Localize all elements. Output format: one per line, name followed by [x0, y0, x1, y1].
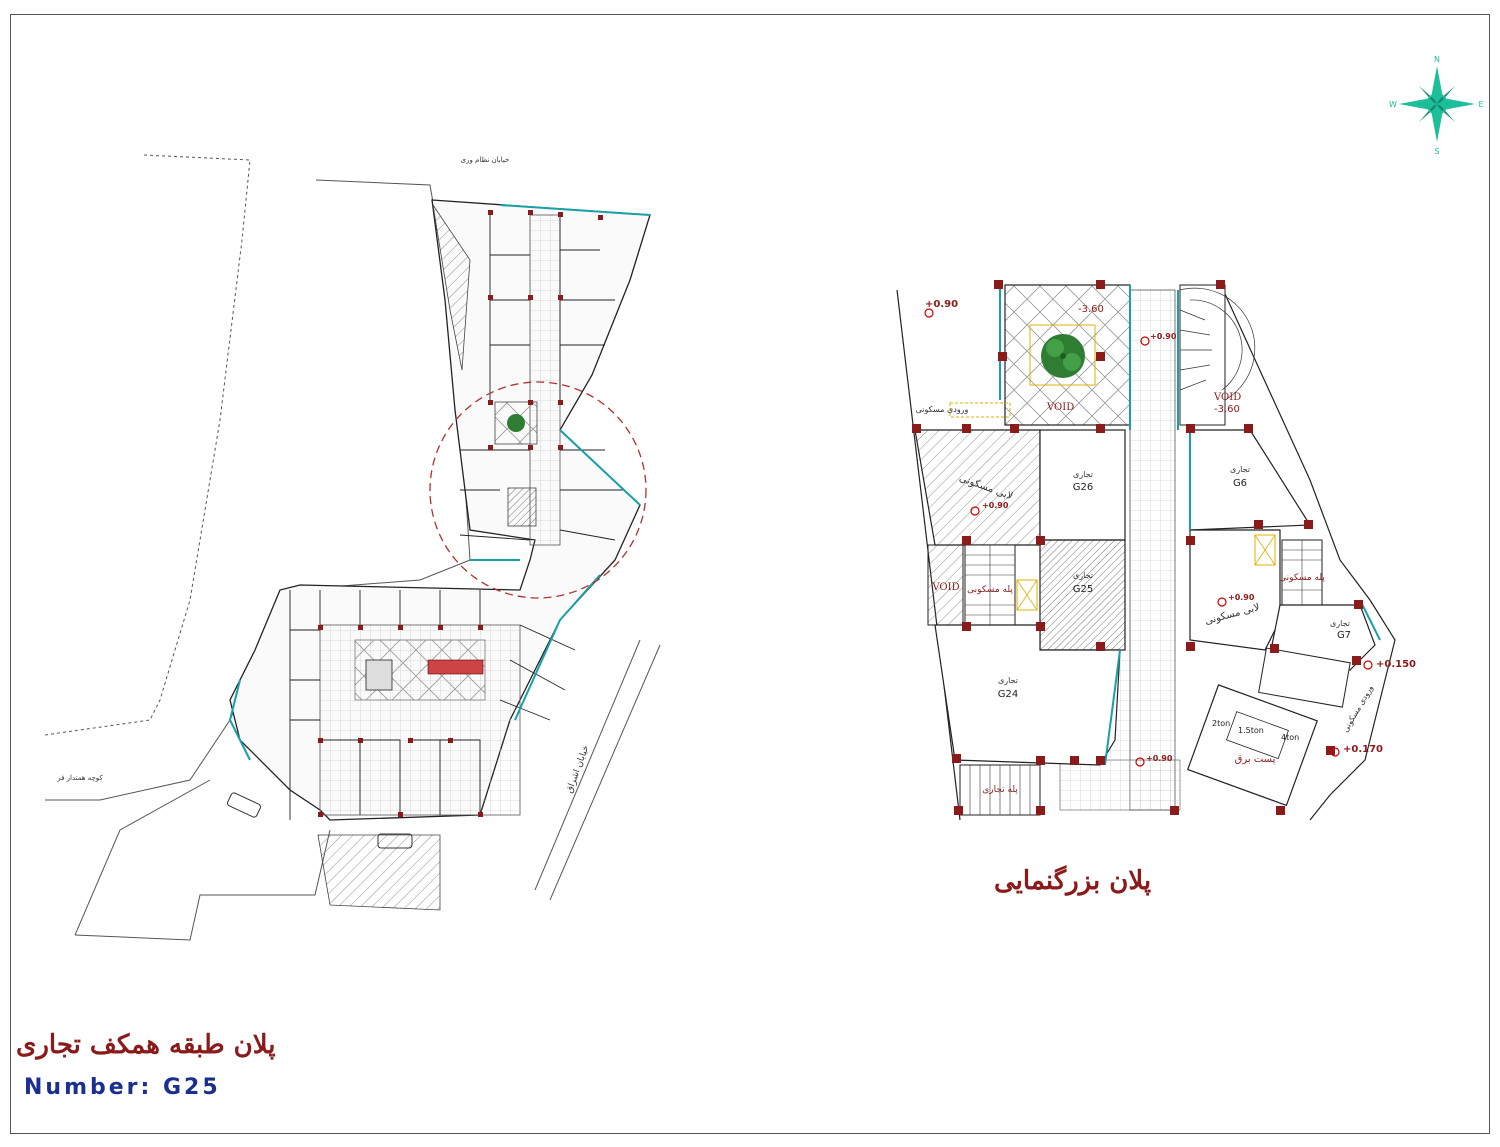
electrical-substation: 2ton 1.5ton 4ton پست برق [1186, 684, 1318, 807]
tree-icon [507, 414, 525, 432]
level-marker-6: +0.170 [1343, 744, 1383, 755]
street-top-label: خیابان نظام وری [461, 156, 510, 164]
level-marker-4: +0.90 [1228, 593, 1255, 602]
shop-g7-type: تجاری [1330, 619, 1350, 628]
main-plan-title: پلان طبقه همکف تجاری [16, 1030, 276, 1060]
alley-left-label: کوچه همتدار فر [56, 774, 103, 782]
shop-g6-label: G6 [1233, 478, 1247, 489]
stair-residential-label: پله مسکونی [967, 585, 1013, 595]
compass-rose-icon: N S E W [1389, 55, 1483, 156]
substation-label: پست برق [1235, 754, 1276, 765]
residential-stair [964, 544, 1016, 626]
enlarged-plan: VOID -3.60 VOID -3.60 لابی مسکونی ورودی … [896, 280, 1416, 821]
shop-g26-label: G26 [1073, 482, 1093, 493]
compass-s: S [1434, 147, 1439, 156]
level-minus-a: -3.60 [1078, 304, 1104, 315]
shop-g6 [1189, 429, 1312, 531]
level-marker-3: +0.90 [982, 501, 1009, 510]
void-left-label: VOID [931, 582, 959, 593]
transformer-2ton: 2ton [1212, 719, 1230, 728]
enlarged-plan-title: پلان بزرگنمایی [994, 866, 1152, 896]
shop-g7-label: G7 [1337, 630, 1351, 641]
compass-e: E [1478, 100, 1483, 109]
level-minus-b: -3.60 [1214, 404, 1240, 415]
shop-g25-label: G25 [1073, 584, 1093, 595]
escalator [427, 659, 484, 675]
shop-g24-label: G24 [998, 689, 1018, 700]
shop-g6-type: تجاری [1230, 465, 1250, 474]
shop-g26 [1039, 429, 1126, 541]
void-right-label: VOID [1213, 392, 1241, 403]
car-icon [227, 792, 413, 849]
compass-w: W [1389, 100, 1397, 109]
shop-g25 [1039, 539, 1126, 651]
zoom-callout-circle [429, 381, 647, 599]
shop-g26-type: تجاری [1073, 470, 1093, 479]
level-marker-2: +0.90 [1150, 332, 1177, 341]
sheet-number: Number: G25 [24, 1075, 221, 1100]
transformer-4ton: 4ton [1281, 733, 1299, 742]
entrance-residential-2-label: ورودی مسکونی [1341, 684, 1375, 734]
entrance-residential-label: ورودی مسکونی [916, 405, 969, 414]
compass-n: N [1434, 55, 1440, 64]
level-marker-7: +0.90 [1146, 754, 1173, 763]
left-void [927, 544, 964, 626]
residential-lobby-right [1189, 529, 1281, 651]
enlarged-corridor [1129, 289, 1176, 811]
shop-g25-type: تجاری [1073, 571, 1093, 580]
level-marker-5: +0.150 [1376, 659, 1416, 670]
tree-icon [1041, 334, 1085, 378]
spiral-ramp [1179, 284, 1256, 426]
residential-stair-right [1281, 539, 1323, 606]
shop-g24-type: تجاری [998, 676, 1018, 685]
ramp [317, 834, 441, 911]
transformer-1-5ton: 1.5ton [1238, 726, 1264, 735]
void-top-label: VOID [1046, 402, 1074, 413]
level-marker-1: +0.90 [925, 299, 958, 310]
sheet-frame [10, 14, 1490, 1134]
stair-residential-2-label: پله مسکونی [1279, 573, 1325, 583]
commercial-stair [959, 764, 1041, 816]
stair-commercial-label: پله تجاری [982, 785, 1018, 795]
ground-floor-site-plan: خیابان نظام وری خیابان اشراق کوچه همتدار… [44, 154, 661, 941]
